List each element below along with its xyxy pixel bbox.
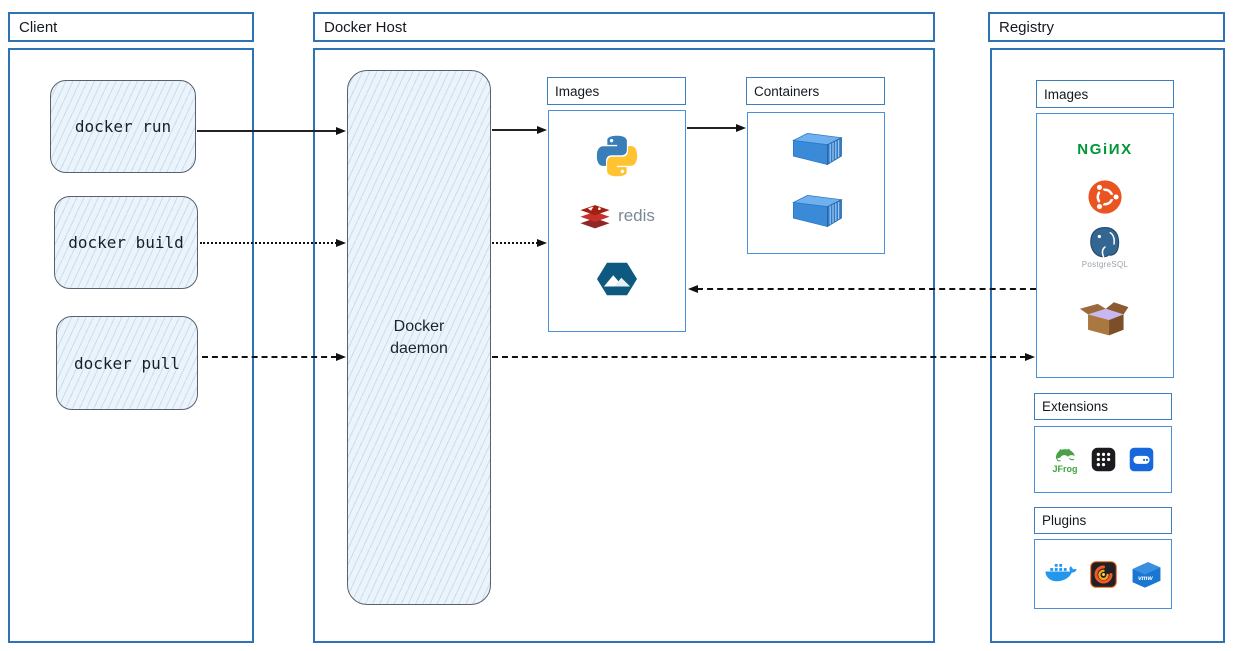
open-box-icon [1079,302,1129,336]
arrow-docker-run-to-daemon [197,127,346,135]
jfrog-caption: JFrog [1052,463,1078,474]
node-docker-run: docker run [50,80,196,173]
plugins-label: Plugins [1042,513,1087,528]
containers-label: Containers [754,83,820,99]
extensions-label-box: Extensions [1034,393,1172,420]
docker-run-label: docker run [74,117,172,136]
docker-pull-label: docker pull [74,353,180,373]
postgresql-caption: PostgreSQL [1081,260,1129,269]
jfrog-icon [1055,448,1075,461]
node-docker-pull: docker pull [56,316,198,410]
app-grid-icon [1091,447,1115,472]
registry-title-box: Registry [988,12,1225,42]
alpine-icon [597,262,637,296]
container-item-2 [747,194,885,228]
plugins-row: vmw [1034,539,1172,609]
docker-whale-icon [1045,562,1077,581]
docker-host-title-box: Docker Host [313,12,935,42]
host-images-label: Images [555,83,600,99]
arrow-daemon-to-registry [492,353,1035,361]
arrow-docker-build-to-daemon [200,239,346,247]
registry-title: Registry [999,18,1055,36]
client-title-box: Client [8,12,254,42]
host-image-python [548,133,686,179]
arrow-daemon-to-images-solid [492,126,547,134]
arrow-images-to-containers [687,124,746,132]
python-icon [596,135,638,177]
docker-host-title: Docker Host [324,18,407,36]
host-image-redis: redis [548,200,686,232]
arrow-registry-to-host-images [688,285,1036,293]
client-title: Client [19,18,58,36]
host-image-alpine [548,261,686,297]
plugins-label-box: Plugins [1034,507,1172,534]
arrow-daemon-to-images-dotted [492,239,547,247]
registry-images-label-box: Images [1036,80,1174,108]
container-icon [792,195,843,228]
registry-image-busybox [1036,295,1174,337]
vmware-text: vmw [1137,574,1153,581]
postgresql-icon [1090,226,1120,258]
docker-daemon-label: Docker daemon [390,317,448,357]
redis-icon [580,205,610,229]
host-images-label-box: Images [547,77,686,105]
vmware-icon: vmw [1132,561,1160,588]
containers-label-box: Containers [746,77,885,105]
arrow-docker-pull-to-daemon [202,353,346,361]
registry-image-postgresql: PostgreSQL [1036,226,1174,269]
registry-image-ubuntu [1036,180,1174,214]
registry-image-nginx: NGiИX [1036,141,1174,158]
redis-label: redis [618,206,655,225]
container-icon [792,133,843,166]
docker-build-label: docker build [68,233,184,252]
nginx-icon: NGiИX [1077,141,1133,158]
extensions-row: JFrog [1034,426,1172,493]
node-docker-daemon: Docker daemon [347,70,491,605]
container-item-1 [747,132,885,166]
drive-icon [1129,447,1153,472]
registry-images-label: Images [1044,86,1089,102]
node-docker-build: docker build [54,196,198,289]
ubuntu-icon [1088,180,1122,214]
extensions-label: Extensions [1042,399,1109,414]
grafana-icon [1089,560,1117,588]
extension-jfrog: JFrog [1052,446,1078,474]
